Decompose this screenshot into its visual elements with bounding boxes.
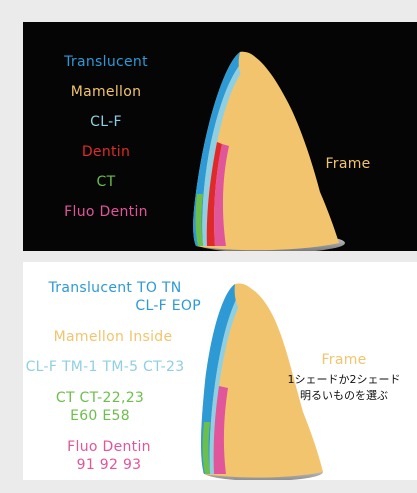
- label-ct: CT: [97, 174, 116, 190]
- top-tooth-diagram-panel: Translucent Mamellon CL-F Dentin CT Fluo…: [23, 22, 417, 251]
- label-mamellon-inside: Mamellon Inside: [54, 329, 173, 345]
- label-frame: Frame: [321, 352, 366, 368]
- bottom-tooth-diagram-panel: Translucent TO TN CL-F EOP Mamellon Insi…: [23, 262, 417, 480]
- label-translucent-line1: Translucent TO TN: [48, 280, 181, 296]
- label-translucent-line2: CL-F EOP: [135, 298, 201, 314]
- label-fluo-dentin: Fluo Dentin: [64, 204, 148, 220]
- label-clf-shades: CL-F TM-1 TM-5 CT-23: [26, 359, 185, 375]
- frame-note-line2: 明るいものを選ぶ: [300, 389, 388, 402]
- label-fluo-line2: 91 92 93: [77, 457, 142, 473]
- label-ct-line1: CT CT-22,23: [56, 390, 144, 406]
- label-mamellon: Mamellon: [71, 84, 142, 100]
- label-translucent: Translucent: [64, 54, 148, 70]
- label-fluo-line1: Fluo Dentin: [67, 439, 151, 455]
- label-ct-line2: E60 E58: [70, 408, 130, 424]
- label-dentin: Dentin: [82, 144, 130, 160]
- frame-note-line1: 1シェードか2シェード: [288, 373, 401, 386]
- label-frame: Frame: [325, 156, 370, 172]
- label-clf: CL-F: [90, 114, 122, 130]
